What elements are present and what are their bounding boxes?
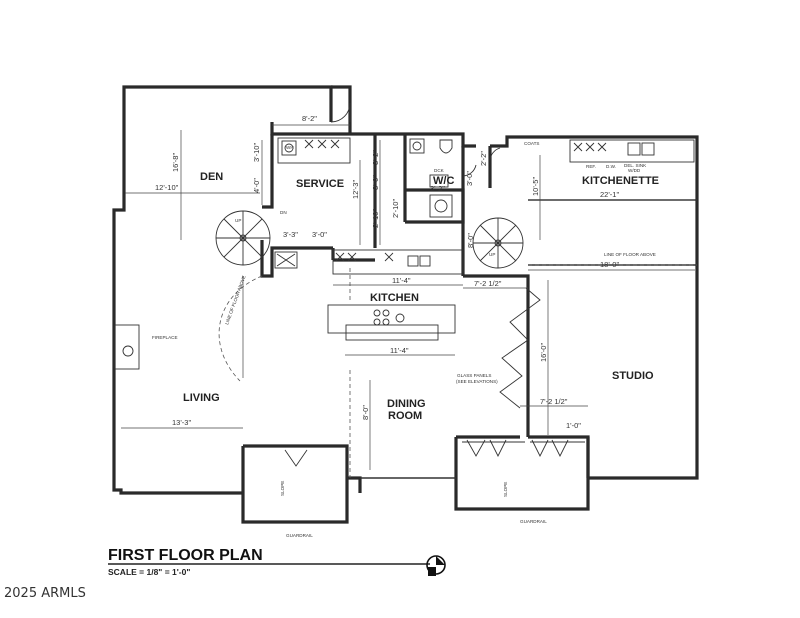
- room-label-den: DEN: [200, 171, 223, 183]
- north-arrow-icon: [426, 555, 446, 576]
- dim-label: 22'-1": [600, 190, 619, 199]
- dim-label: 10'-5": [531, 177, 540, 196]
- note-slope-left: SLOPE: [280, 481, 285, 496]
- copyright-watermark: 2025 ARMLS: [4, 586, 86, 601]
- dim-label: 3'-0": [312, 230, 327, 239]
- spiral-stair-left: [215, 210, 271, 266]
- note-glass-panels-2: (SEE ELEVATIONS): [456, 379, 498, 384]
- dim-label: 12'-10": [155, 183, 179, 192]
- dim-label: 11'-4": [390, 346, 409, 355]
- room-labels: DEN SERVICE W/C KITCHENETTE KITCHEN LIVI…: [183, 171, 659, 422]
- dim-label: 3'-2": [430, 184, 445, 193]
- dim-label: 3'-10": [252, 143, 261, 162]
- note-guardrail-left: GUARDRAIL: [286, 533, 313, 538]
- doors: [284, 102, 569, 467]
- note-floor-above-right: LINE OF FLOOR ABOVE: [604, 252, 656, 257]
- dashed-lines: [218, 264, 697, 478]
- title-block: FIRST FLOOR PLAN SCALE = 1/8" = 1'-0": [108, 547, 446, 577]
- room-label-living: LIVING: [183, 392, 220, 404]
- room-label-dining-line2: ROOM: [388, 410, 422, 422]
- dim-label: 11'-4": [392, 276, 411, 285]
- room-label-kitchen: KITCHEN: [370, 292, 419, 304]
- dim-label: 3'-2": [371, 150, 380, 165]
- spiral-stair-right: [472, 217, 524, 269]
- dimension-labels: 8'-2" 16'-8" 12'-10" 3'-10" 4'-0" 12'-3"…: [155, 114, 619, 430]
- dim-label: 2'-2": [479, 151, 488, 166]
- dim-label: 3'-0": [465, 171, 474, 186]
- note-guardrail-right: GUARDRAIL: [520, 519, 547, 524]
- dim-label: 1'-0": [566, 421, 581, 430]
- dim-label: 16'-0": [539, 343, 548, 362]
- dim-label: 7'-2 1/2": [474, 279, 502, 288]
- room-label-studio: STUDIO: [612, 370, 654, 382]
- note-ref: REF.: [586, 164, 596, 169]
- note-up-left: UP: [235, 218, 241, 223]
- dim-label: 7'-2 1/2": [540, 397, 568, 406]
- room-label-kitchenette: KITCHENETTE: [582, 175, 659, 187]
- dim-label: 8'-0": [361, 405, 370, 420]
- note-slope-right: SLOPE: [503, 482, 508, 497]
- note-coats: COATS: [524, 141, 539, 146]
- note-up-right: UP: [489, 252, 495, 257]
- dim-label: 18'-0": [600, 260, 619, 269]
- dim-label: 3'-3": [283, 230, 298, 239]
- room-label-dining: DINING: [387, 398, 426, 410]
- dim-label: 13'-3": [172, 418, 191, 427]
- note-dck: DCK: [434, 168, 445, 173]
- note-dn: DN: [280, 210, 287, 215]
- dimension-lines: [121, 124, 695, 470]
- scale-note: SCALE = 1/8" = 1'-0": [108, 567, 190, 577]
- dim-label: 4'-0": [252, 178, 261, 193]
- note-glass-panels: GLASS PANELS: [457, 373, 491, 378]
- dim-label: 3'-0": [371, 175, 380, 190]
- note-del-sink: DEL. SINK: [624, 163, 647, 168]
- note-dw: D.W.: [606, 164, 616, 169]
- dim-label: 8'-2": [302, 114, 317, 123]
- note-wdd: W/DD: [628, 168, 641, 173]
- dim-label: 8'-0": [466, 233, 475, 248]
- room-label-service: SERVICE: [296, 178, 344, 190]
- dim-label: 12'-3": [351, 180, 360, 199]
- dim-label: 2'-10": [371, 209, 380, 228]
- room-label-wc: W/C: [433, 175, 454, 187]
- page-title: FIRST FLOOR PLAN: [108, 547, 263, 564]
- note-wh: WH: [286, 145, 294, 150]
- note-fireplace: FIREPLACE: [152, 335, 178, 340]
- fixtures: [114, 137, 695, 443]
- dim-label: 16'-8": [171, 153, 180, 172]
- dim-label: 2'-10": [391, 199, 400, 218]
